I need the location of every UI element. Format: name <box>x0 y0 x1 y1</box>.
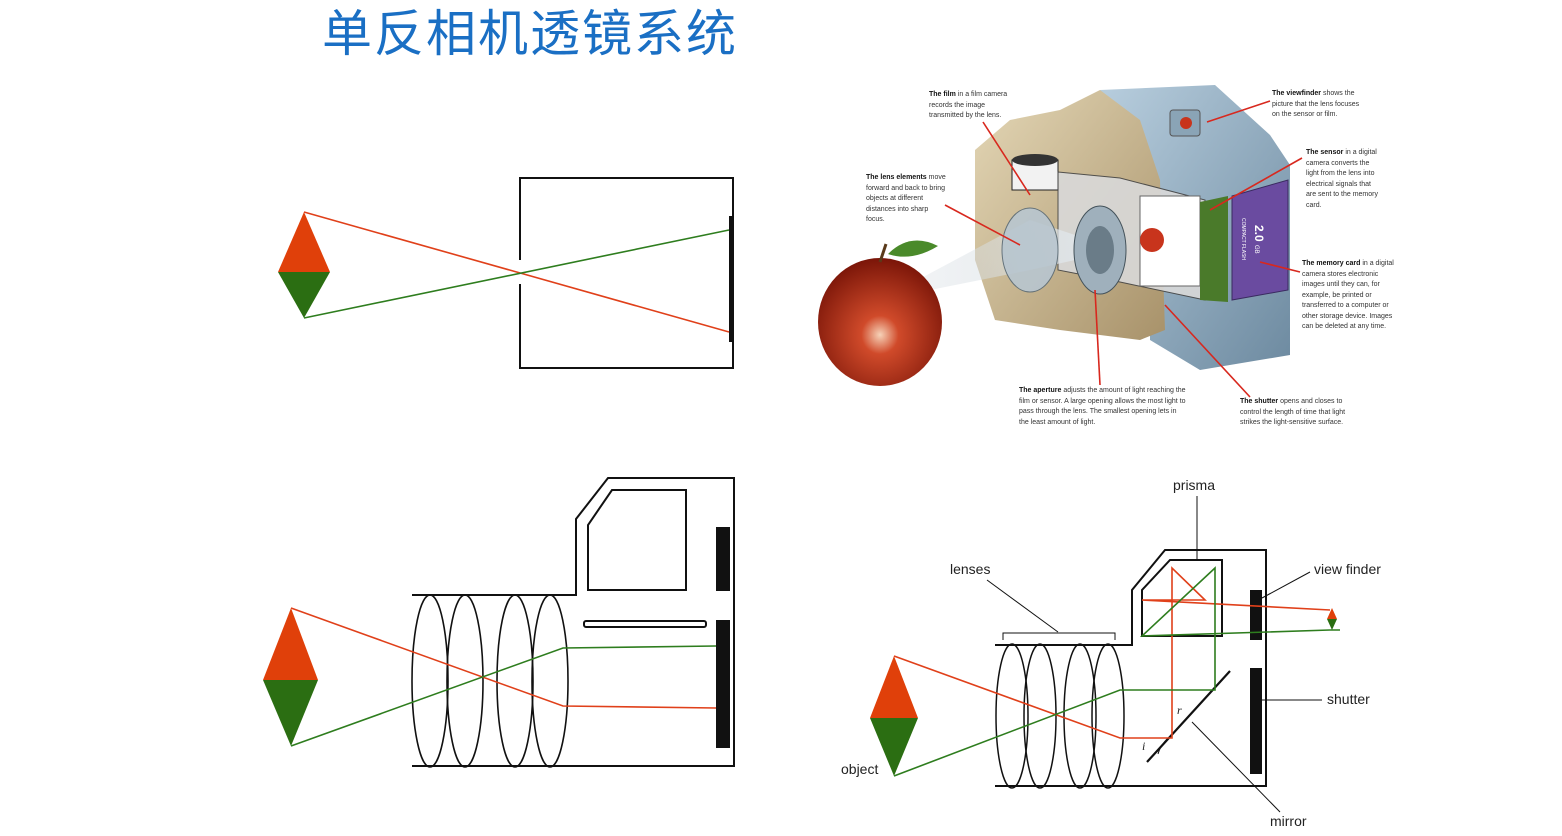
label-object: object <box>841 761 878 777</box>
object-arrow-bottom <box>278 272 330 318</box>
image-arrow-green <box>1327 619 1337 630</box>
lens-group <box>411 594 569 768</box>
label-prisma: prisma <box>1173 477 1215 493</box>
lens-group <box>995 643 1125 789</box>
red-ray <box>303 211 730 333</box>
callout-film: The film in a film camera records the im… <box>929 91 1008 119</box>
label-mirror: mirror <box>1270 813 1307 829</box>
card-label: COMPACT FLASH <box>1240 218 1246 260</box>
green-ray <box>893 566 1340 777</box>
callout-viewfinder: The viewfinder shows the picture that th… <box>1272 90 1360 118</box>
camera-outline <box>995 549 1267 787</box>
red-ray <box>290 607 717 709</box>
callout-lens-elements: The lens elements move forward and back … <box>866 174 946 223</box>
film-plane <box>716 620 730 748</box>
image-arrow <box>1327 608 1337 619</box>
angle-arc <box>1157 737 1169 755</box>
object-arrow-top <box>263 608 318 680</box>
object-arrow-top <box>870 656 918 718</box>
camera-box <box>519 177 734 369</box>
callout-memory-card: The memory card in a digital camera stor… <box>1302 260 1394 330</box>
label-r: r <box>1177 703 1182 717</box>
shutter-block <box>1250 668 1262 774</box>
film-plane <box>729 216 734 342</box>
label-i: i <box>1142 739 1145 753</box>
callout-sensor: The sensor in a digital camera converts … <box>1306 149 1378 209</box>
object-arrow-bottom <box>263 680 318 746</box>
green-ray <box>303 229 730 319</box>
label-shutter: shutter <box>1327 691 1370 707</box>
label-view-finder: view finder <box>1314 561 1381 577</box>
lenses-bracket <box>1002 632 1116 640</box>
card-size: 2.0 <box>1252 225 1266 242</box>
camera-outline <box>412 477 735 767</box>
eyepiece-block <box>716 527 730 591</box>
red-ray <box>893 566 1331 739</box>
mirror-slot <box>583 620 707 628</box>
viewfinder-window <box>587 489 687 591</box>
lens-camera-diagram <box>263 477 735 768</box>
page-title: 单反相机透镜系统 <box>322 5 738 63</box>
label-lenses: lenses <box>950 561 990 577</box>
pinhole-camera-diagram <box>278 177 734 369</box>
card-unit: GB <box>1253 245 1259 254</box>
slr-mirror-prism-diagram: prisma lenses view finder shutter object… <box>841 477 1381 829</box>
callout-aperture: The aperture adjusts the amount of light… <box>1019 387 1186 426</box>
object-arrow-bottom <box>870 718 918 776</box>
callout-shutter: The shutter opens and closes to control … <box>1240 398 1346 426</box>
prism-housing <box>1141 559 1223 637</box>
green-ray <box>290 645 717 747</box>
camera-cutaway-illustration: 2.0 GB COMPACT FLASH <box>818 85 1303 398</box>
eyepiece-block <box>1250 590 1262 640</box>
object-arrow-top <box>278 212 330 272</box>
